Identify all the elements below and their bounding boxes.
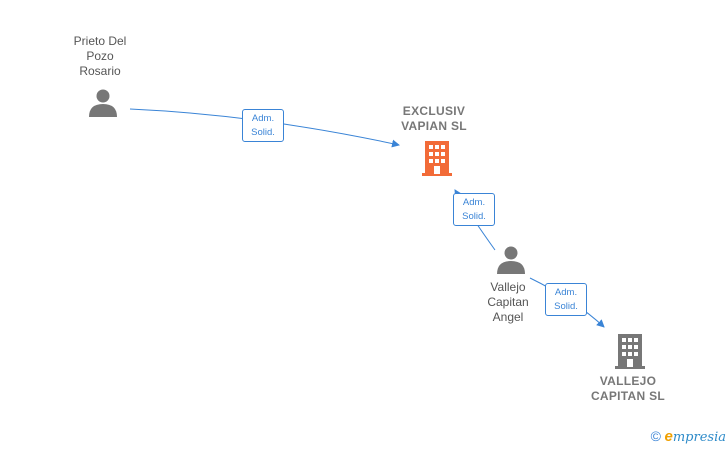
node-company-exclusiv[interactable]: EXCLUSIV VAPIAN SL: [384, 104, 484, 134]
person-icon[interactable]: [88, 88, 118, 118]
role-badge-line2: Solid.: [462, 211, 486, 222]
building-icon[interactable]: [614, 334, 646, 369]
node-person-vallejo[interactable]: Vallejo Capitan Angel: [458, 280, 558, 325]
role-badge-line1: Adm.: [554, 287, 578, 298]
brand-name: mpresia: [672, 430, 726, 445]
role-badge-line1: Adm.: [462, 197, 486, 208]
brand-initial: e: [664, 428, 673, 445]
person-icon[interactable]: [496, 245, 526, 275]
role-badge[interactable]: Adm. Solid.: [242, 109, 284, 142]
person-name-label: Vallejo Capitan Angel: [487, 280, 529, 324]
role-badge-line2: Solid.: [251, 127, 275, 138]
copyright-icon: ©: [650, 428, 661, 444]
person-name-label: Prieto Del Pozo Rosario: [73, 34, 127, 78]
role-badge-line2: Solid.: [554, 301, 578, 312]
building-icon[interactable]: [421, 141, 453, 176]
role-badge[interactable]: Adm. Solid.: [545, 283, 587, 316]
role-badge[interactable]: Adm. Solid.: [453, 193, 495, 226]
empresia-logo: © empresia: [651, 428, 726, 445]
company-name-label: EXCLUSIV VAPIAN SL: [401, 104, 467, 133]
role-badge-line1: Adm.: [251, 113, 275, 124]
node-company-vallejo[interactable]: VALLEJO CAPITAN SL: [578, 374, 678, 404]
node-person-prieto[interactable]: Prieto Del Pozo Rosario: [50, 34, 150, 79]
company-name-label: VALLEJO CAPITAN SL: [590, 374, 666, 403]
